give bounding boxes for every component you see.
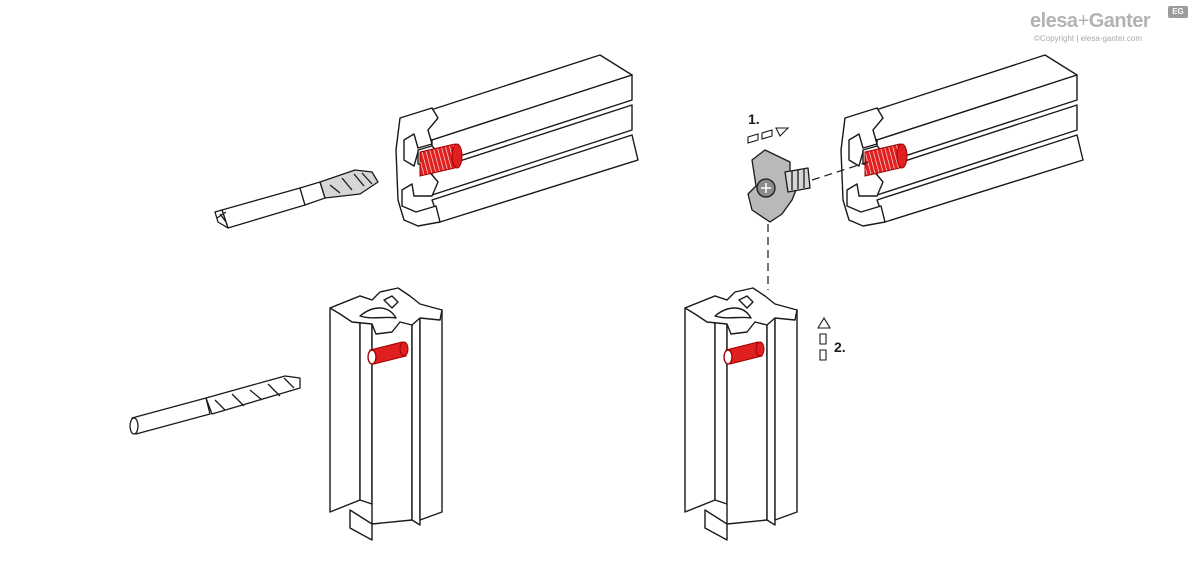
step2-arrow bbox=[817, 316, 831, 361]
brand-logo: elesa+Ganter EG ©Copyright | elesa-gante… bbox=[1030, 6, 1190, 44]
drill-bit bbox=[129, 375, 301, 435]
brand-copyright: ©Copyright | elesa-ganter.com bbox=[1034, 34, 1143, 43]
profile-vertical-right bbox=[684, 287, 798, 541]
thread-insert-left-top bbox=[419, 143, 463, 177]
tap-tool bbox=[214, 169, 379, 229]
brand-badge: EG bbox=[1168, 6, 1188, 18]
step-1-label: 1. bbox=[748, 111, 760, 127]
profile-horizontal-right bbox=[840, 54, 1084, 227]
brand-name-part2: Ganter bbox=[1088, 10, 1151, 32]
thread-insert-right-top bbox=[864, 143, 908, 177]
profile-vertical-left bbox=[329, 287, 443, 541]
profile-horizontal-left bbox=[395, 54, 639, 227]
thread-insert-right-bottom bbox=[723, 341, 765, 365]
step-2-label: 2. bbox=[834, 339, 846, 355]
alignment-lines bbox=[767, 161, 869, 290]
brand-wordmark: elesa+Ganter bbox=[1030, 10, 1151, 33]
brand-name-part1: elesa bbox=[1030, 10, 1078, 32]
thread-insert-left-bottom bbox=[367, 341, 409, 365]
connector-fastener bbox=[747, 149, 811, 223]
step1-arrow bbox=[747, 127, 790, 144]
brand-name-plus: + bbox=[1077, 10, 1090, 32]
